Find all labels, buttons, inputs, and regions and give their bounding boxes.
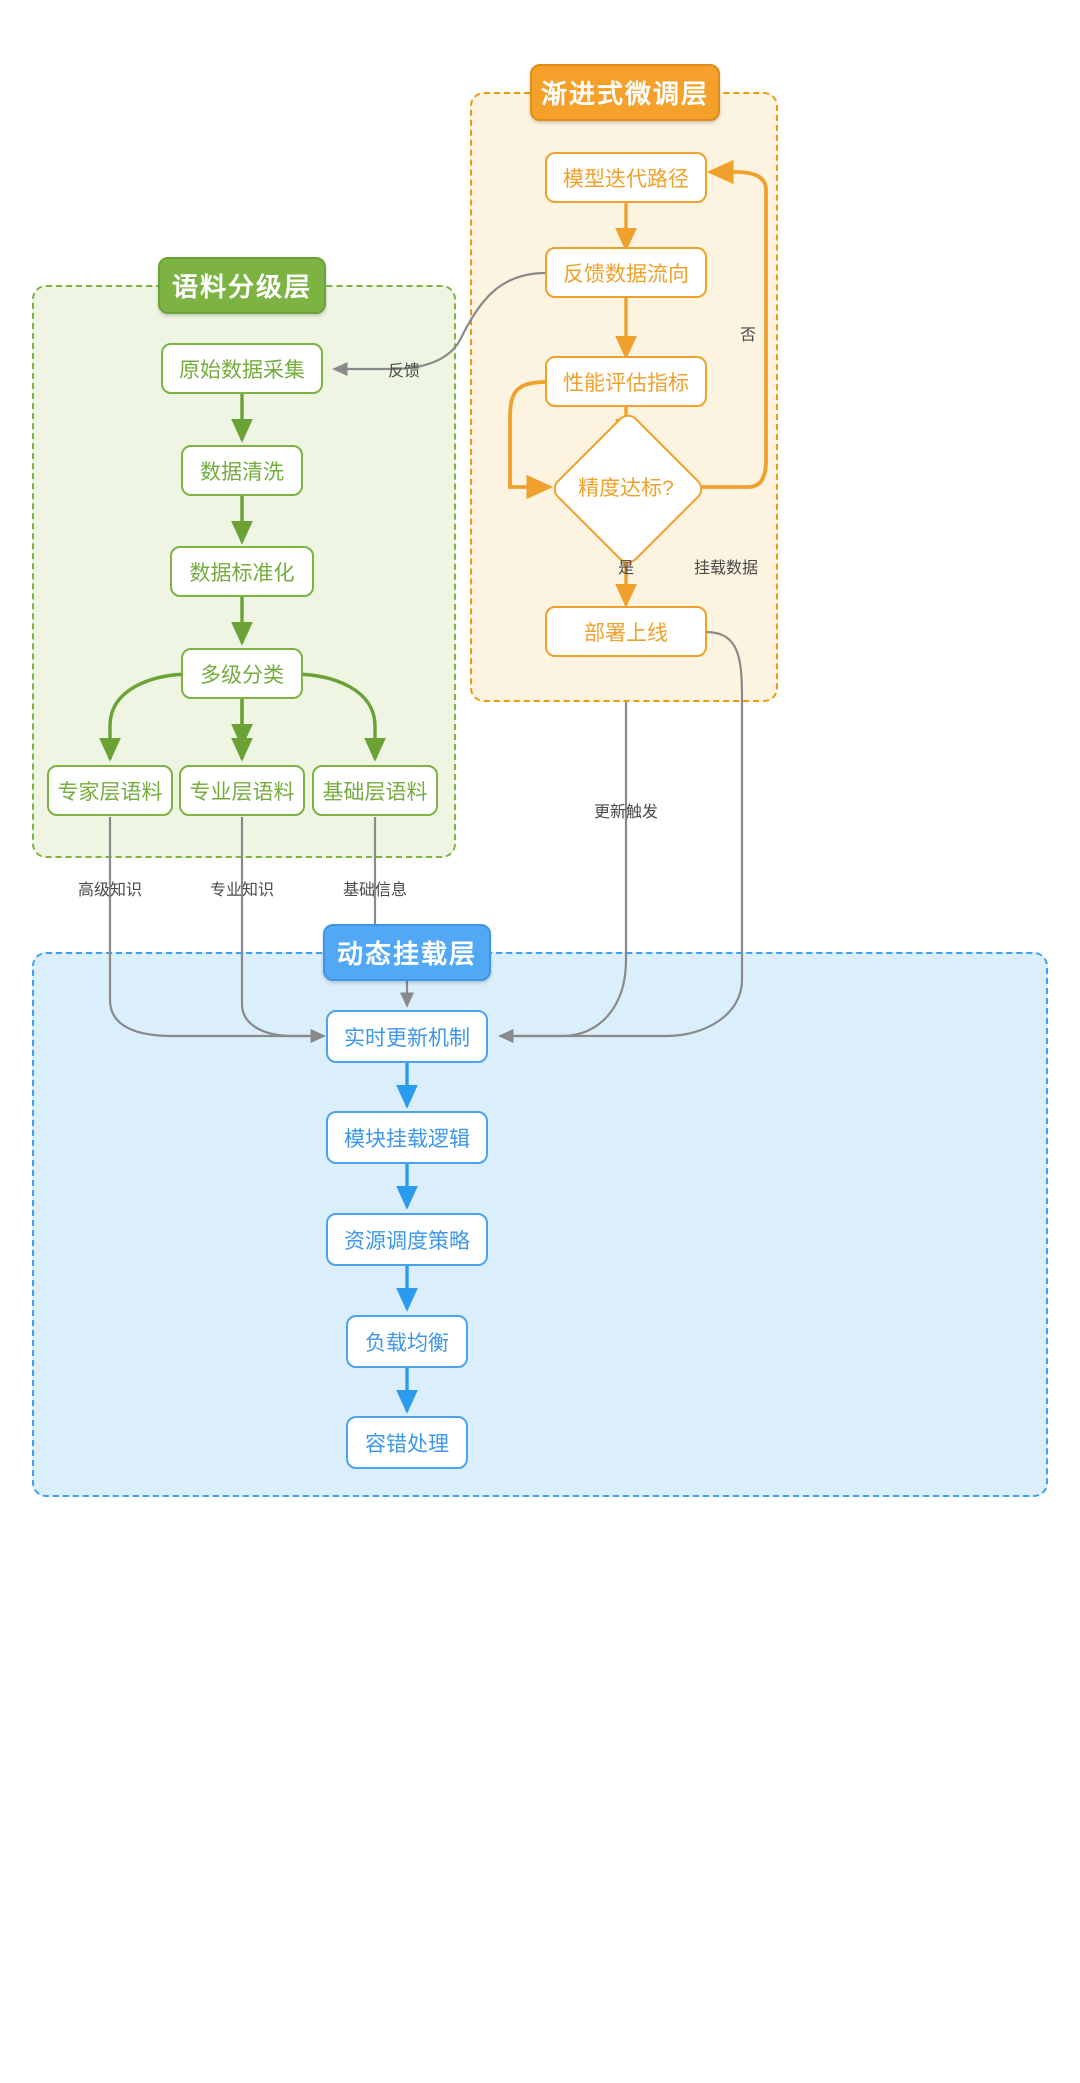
- node-multilevel-classification[interactable]: 多级分类: [181, 648, 303, 699]
- node-performance-metrics[interactable]: 性能评估指标: [545, 356, 707, 407]
- cluster-title-mount: 动态挂载层: [323, 924, 491, 981]
- node-accuracy-decision[interactable]: 精度达标?: [548, 409, 708, 569]
- node-raw-data-collection[interactable]: 原始数据采集: [161, 343, 323, 394]
- node-feedback-data-flow[interactable]: 反馈数据流向: [545, 247, 707, 298]
- cluster-mount-layer: [32, 952, 1048, 1497]
- edge-label-advanced-knowledge: 高级知识: [77, 882, 143, 899]
- node-realtime-update[interactable]: 实时更新机制: [326, 1010, 488, 1063]
- diamond-label: 精度达标?: [578, 477, 674, 500]
- node-fault-tolerance[interactable]: 容错处理: [346, 1416, 468, 1469]
- node-professional-corpus[interactable]: 专业层语料: [179, 765, 305, 816]
- node-data-normalization[interactable]: 数据标准化: [170, 546, 314, 597]
- node-resource-scheduling[interactable]: 资源调度策略: [326, 1213, 488, 1266]
- node-deploy-online[interactable]: 部署上线: [545, 606, 707, 657]
- node-load-balancing[interactable]: 负载均衡: [346, 1315, 468, 1368]
- edge-label-feedback: 反馈: [387, 363, 421, 380]
- edge-label-yes: 是: [617, 560, 635, 577]
- edge-label-no: 否: [739, 327, 757, 344]
- node-expert-corpus[interactable]: 专家层语料: [47, 765, 173, 816]
- edge-label-mount-data: 挂载数据: [693, 560, 759, 577]
- edge-label-update-trigger: 更新触发: [593, 804, 659, 821]
- node-module-mount-logic[interactable]: 模块挂载逻辑: [326, 1111, 488, 1164]
- edge-label-professional-knowledge: 专业知识: [209, 882, 275, 899]
- node-model-iteration-path[interactable]: 模型迭代路径: [545, 152, 707, 203]
- node-data-cleaning[interactable]: 数据清洗: [181, 445, 303, 496]
- cluster-title-corpus: 语料分级层: [158, 257, 326, 314]
- node-basic-corpus[interactable]: 基础层语料: [312, 765, 438, 816]
- cluster-title-finetune: 渐进式微调层: [530, 64, 720, 121]
- edge-label-basic-information: 基础信息: [342, 882, 408, 899]
